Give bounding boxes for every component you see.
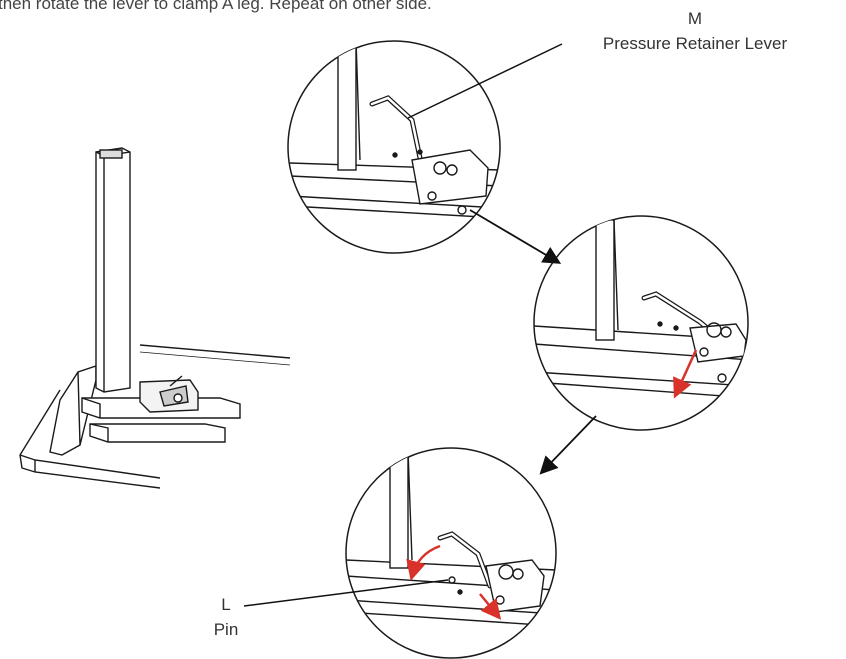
detail-circle-2 (533, 215, 749, 431)
flow-arrow-icon (539, 415, 597, 475)
desk-leg-assembly (19, 147, 291, 489)
flow-arrow-icon (469, 209, 562, 264)
callout-letter-m: M (687, 9, 703, 28)
detail-circle-1 (287, 40, 501, 254)
red-rotate-arrow-icon (406, 544, 441, 581)
callout-letter-l: L (221, 595, 231, 614)
callout-pressure-retainer-lever: M Pressure Retainer Lever (560, 6, 830, 56)
callout-pin: L Pin (186, 592, 266, 642)
callout-label-l: Pin (213, 620, 239, 639)
detail-circle-3 (345, 447, 557, 659)
red-arrow-icon (479, 593, 502, 620)
instruction-text: then rotate the lever to clamp A leg. Re… (0, 0, 432, 13)
callout-label-m: Pressure Retainer Lever (602, 34, 788, 53)
leader-line-pin (243, 579, 449, 607)
leader-line-lever (407, 43, 563, 119)
red-arrow-icon (673, 349, 698, 399)
